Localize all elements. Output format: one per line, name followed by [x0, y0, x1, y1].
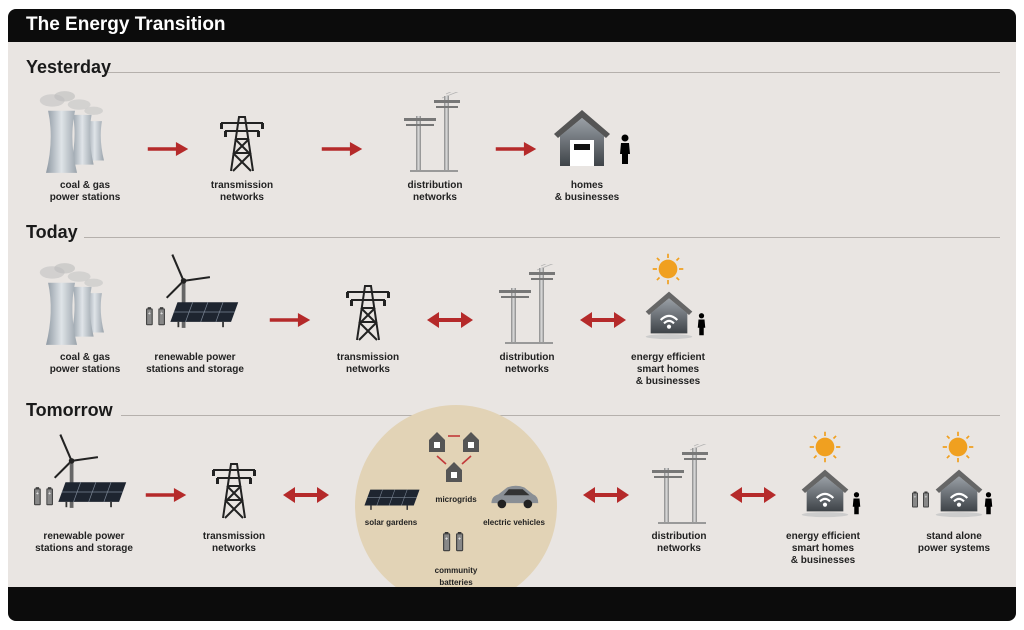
bidirectional-arrow-icon: [577, 310, 629, 330]
transmission-pylon-icon: [343, 282, 393, 342]
smart-home-icon: [934, 468, 984, 518]
heading-tomorrow: Tomorrow: [26, 400, 113, 420]
title-bar: The Energy Transition: [8, 9, 1016, 42]
label-electric-vehicles: electric vehicles: [483, 518, 545, 527]
distribution-poles-icon: [402, 92, 472, 172]
coal-gas-station-icon: [32, 88, 118, 176]
label-solar-gardens: solar gardens: [364, 518, 418, 527]
label-microgrids: microgrids: [435, 495, 477, 504]
label-smart-homes: energy efficient smart homes & businesse…: [631, 352, 705, 387]
arrow-right-icon: [144, 486, 188, 504]
sun-icon: [808, 430, 842, 464]
label-coal-gas-stations: coal & gas power stations: [49, 352, 121, 375]
divider-yesterday: [108, 72, 1000, 73]
distribution-poles-icon: [497, 264, 567, 344]
distribution-poles-icon: [650, 444, 720, 524]
label-distribution-networks: distribution networks: [499, 352, 555, 375]
home-icon: [552, 108, 612, 168]
community-battery-icon: [443, 532, 464, 552]
label-homes-businesses: homes & businesses: [554, 180, 620, 203]
heading-today: Today: [26, 222, 78, 242]
person-icon: [852, 491, 861, 515]
label-transmission-networks: transmission networks: [336, 352, 400, 375]
label-smart-homes: energy efficient smart homes & businesse…: [786, 531, 860, 566]
arrow-right-icon: [320, 140, 364, 158]
label-renewable-stations: renewable power stations and storage: [146, 352, 244, 375]
arrow-right-icon: [146, 140, 190, 158]
coal-gas-station-icon: [32, 260, 118, 348]
battery-icon: [912, 491, 929, 508]
sun-icon: [651, 252, 685, 286]
renewable-station-icon: [146, 252, 240, 338]
heading-yesterday: Yesterday: [26, 57, 112, 77]
label-transmission-networks: transmission networks: [210, 180, 274, 203]
label-community-batteries: community batteries: [434, 566, 478, 587]
transmission-pylon-icon: [209, 460, 259, 520]
sun-icon: [941, 430, 975, 464]
bidirectional-arrow-icon: [280, 485, 332, 505]
label-transmission-networks: transmission networks: [202, 531, 266, 554]
bottom-bar: [8, 587, 1016, 621]
arrow-right-icon: [494, 140, 538, 158]
divider-tomorrow: [121, 415, 1000, 416]
smart-home-icon: [800, 468, 850, 518]
divider-today: [84, 237, 1000, 238]
person-icon: [984, 491, 993, 515]
person-icon: [619, 130, 631, 168]
label-distribution-networks: distribution networks: [651, 531, 707, 554]
bidirectional-arrow-icon: [727, 485, 779, 505]
arrow-right-icon: [268, 311, 312, 329]
label-distribution-networks: distribution networks: [407, 180, 463, 203]
label-renewable-stations: renewable power stations and storage: [35, 531, 133, 554]
diagram-title: The Energy Transition: [26, 14, 226, 35]
renewable-station-icon: [34, 432, 128, 518]
person-icon: [697, 312, 706, 336]
microgrid-houses-icon: [429, 432, 479, 482]
label-coal-gas-stations: coal & gas power stations: [49, 180, 121, 203]
microgrid-circle: [355, 405, 557, 607]
electric-vehicle-icon: [488, 484, 540, 510]
bidirectional-arrow-icon: [424, 310, 476, 330]
smart-home-icon: [644, 290, 694, 340]
bidirectional-arrow-icon: [580, 485, 632, 505]
solar-garden-icon: [363, 486, 421, 512]
transmission-pylon-icon: [217, 113, 267, 173]
label-stand-alone-systems: stand alone power systems: [917, 531, 991, 554]
